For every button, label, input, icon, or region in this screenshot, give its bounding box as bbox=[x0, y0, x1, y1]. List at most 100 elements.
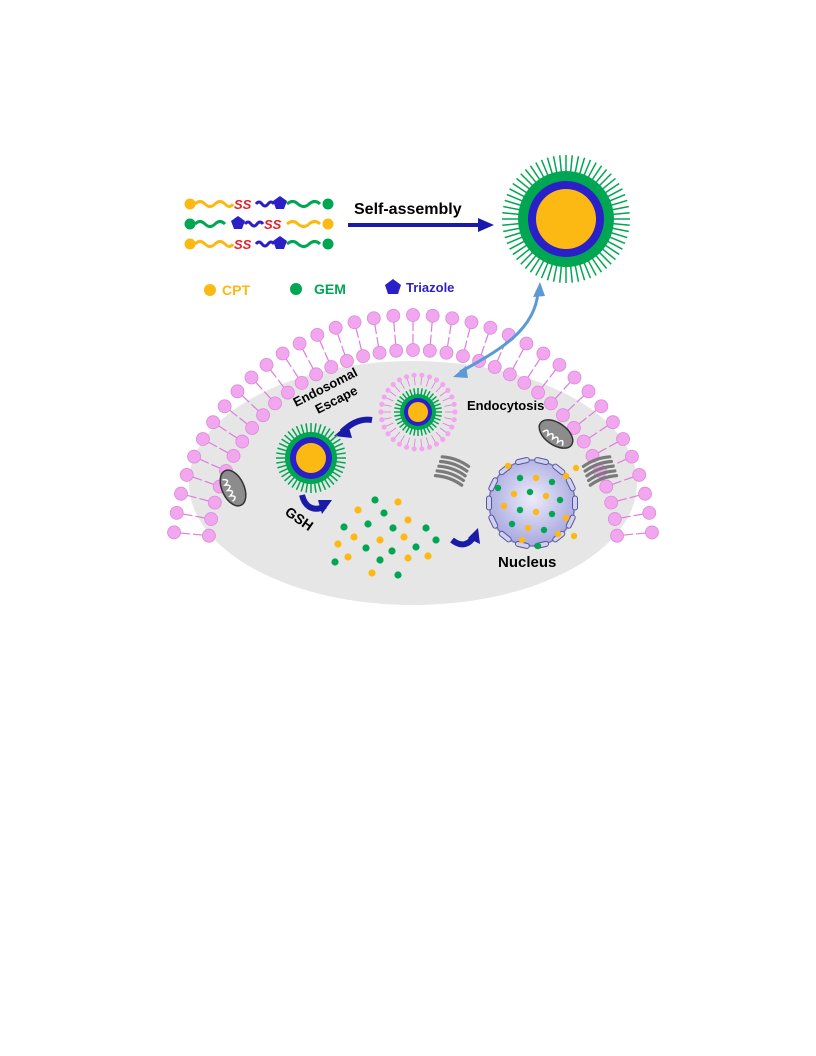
drug-molecule bbox=[570, 532, 578, 540]
drug-molecule bbox=[334, 540, 342, 548]
surface-chain bbox=[610, 205, 629, 211]
surface-chain bbox=[428, 393, 435, 400]
lipid-head bbox=[226, 449, 241, 463]
nanoparticle-large bbox=[502, 155, 630, 283]
surface-chain bbox=[430, 395, 437, 402]
drug-molecule bbox=[548, 510, 556, 518]
lipid-head bbox=[396, 441, 403, 447]
drug-molecule bbox=[412, 543, 420, 551]
drug-molecule bbox=[516, 474, 524, 482]
triazole-pentagon bbox=[273, 196, 287, 209]
surface-chain bbox=[558, 264, 563, 283]
lipid-head bbox=[445, 431, 451, 437]
gem-end-dot bbox=[322, 238, 334, 250]
surface-chain bbox=[409, 389, 413, 397]
surface-chain bbox=[323, 428, 331, 438]
surface-chain bbox=[291, 478, 299, 488]
surface-chain bbox=[333, 467, 344, 474]
drug-molecule bbox=[394, 571, 402, 579]
nuclear-pore bbox=[488, 514, 499, 529]
drug-molecule bbox=[500, 502, 508, 510]
cpt-chain bbox=[193, 240, 235, 248]
lipid-head bbox=[632, 467, 647, 482]
lipid-head bbox=[567, 370, 582, 385]
surface-chain bbox=[425, 426, 431, 434]
surface-chain bbox=[399, 395, 406, 402]
surface-chain bbox=[503, 227, 522, 233]
gem-end-dot bbox=[184, 218, 196, 230]
surface-chain bbox=[278, 467, 289, 474]
prodrug-molecule-3: SS bbox=[184, 236, 334, 252]
lipid-head bbox=[385, 387, 391, 393]
drug-molecule bbox=[542, 492, 550, 500]
lipid-head bbox=[381, 424, 387, 430]
drug-molecule bbox=[572, 464, 580, 472]
surface-chain bbox=[313, 482, 317, 493]
lipid-head bbox=[531, 385, 545, 400]
lipid-head bbox=[390, 436, 396, 443]
lipid-head bbox=[206, 415, 220, 430]
surface-chain bbox=[587, 162, 597, 179]
drug-molecule bbox=[394, 498, 402, 506]
lipid-head bbox=[425, 308, 440, 323]
prodrug-molecule-2: SS bbox=[184, 216, 334, 232]
lipid-head bbox=[372, 345, 387, 360]
lipid-head bbox=[419, 372, 425, 378]
lipid-head bbox=[445, 311, 460, 326]
surface-chain bbox=[395, 417, 403, 421]
surface-chain bbox=[326, 476, 335, 485]
drug-molecule bbox=[354, 506, 362, 514]
drug-molecule bbox=[524, 524, 532, 532]
drug-molecule bbox=[388, 547, 396, 555]
surface-chain bbox=[278, 442, 289, 449]
lipid-head bbox=[483, 320, 498, 335]
surface-chain bbox=[546, 157, 554, 176]
triazole-chain bbox=[254, 200, 276, 208]
surface-chain bbox=[535, 162, 545, 179]
surface-chains bbox=[394, 388, 442, 436]
golgi-apparatus-center bbox=[433, 455, 471, 487]
surface-chain bbox=[300, 424, 305, 435]
triazole-chain bbox=[254, 240, 276, 248]
surface-chain bbox=[587, 259, 597, 276]
surface-chain bbox=[597, 250, 612, 265]
drug-molecule bbox=[376, 556, 384, 564]
triazole-pentagon bbox=[231, 216, 245, 229]
cpt-end-dot bbox=[184, 198, 196, 210]
surface-chain bbox=[582, 261, 592, 279]
surface-chain bbox=[395, 403, 403, 407]
self-assembly-arrow: Self-assembly bbox=[348, 201, 494, 232]
mitochondrion-right bbox=[538, 419, 574, 449]
surface-chain bbox=[502, 211, 521, 216]
surface-chain bbox=[394, 414, 402, 417]
surface-chain bbox=[582, 159, 592, 177]
lipid-head bbox=[378, 409, 384, 415]
surface-chain bbox=[540, 261, 550, 279]
nuclear-drug-molecules bbox=[494, 462, 580, 550]
lipid-head bbox=[439, 345, 454, 360]
surface-chain bbox=[569, 264, 574, 283]
drug-molecule bbox=[562, 514, 570, 522]
surface-chain bbox=[578, 262, 586, 281]
legend-cpt-label: CPT bbox=[222, 282, 250, 298]
drug-molecule bbox=[510, 490, 518, 498]
lipid-head bbox=[195, 432, 210, 446]
nuclear-pore bbox=[534, 457, 549, 466]
surface-chain bbox=[432, 419, 440, 425]
lipid-head bbox=[259, 357, 274, 372]
uptake-arrow bbox=[453, 282, 545, 378]
surface-chain bbox=[535, 259, 545, 276]
drug-molecule bbox=[368, 569, 376, 577]
drug-molecule bbox=[534, 542, 542, 550]
surface-chain bbox=[428, 424, 435, 431]
surface-chain bbox=[558, 155, 563, 174]
surface-chain bbox=[603, 182, 620, 195]
legend-triazole-label: Triazole bbox=[406, 280, 454, 295]
surface-chain bbox=[574, 263, 580, 282]
lipid-head bbox=[411, 372, 417, 378]
lipid-head bbox=[281, 385, 295, 400]
nuclear-pore bbox=[488, 477, 499, 492]
surface-chain bbox=[506, 193, 524, 203]
surface-chain bbox=[609, 231, 628, 239]
lipid-head bbox=[275, 346, 290, 361]
